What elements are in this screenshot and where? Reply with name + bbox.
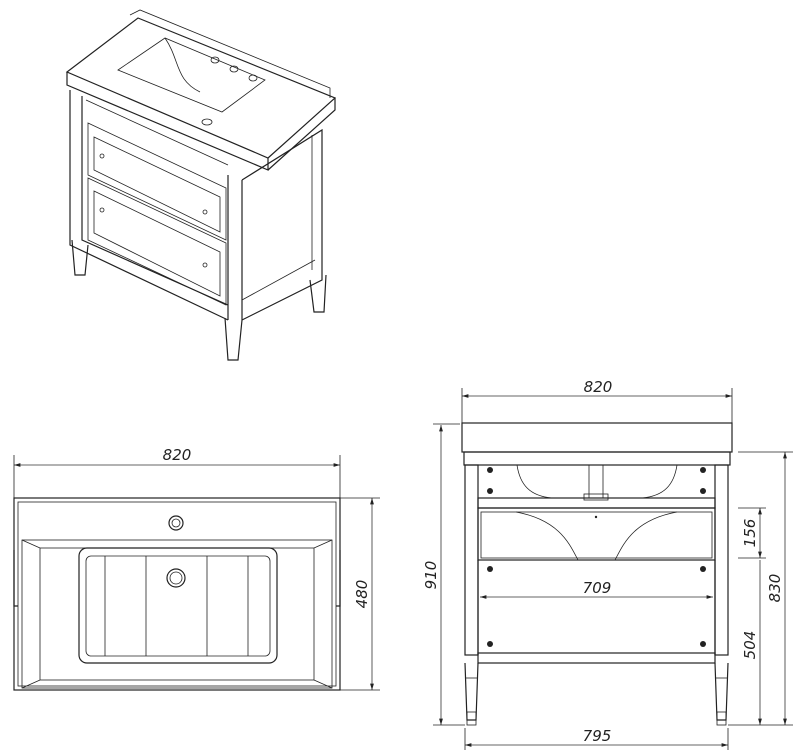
total-height-label: 910 [422,561,440,590]
drain-icon [201,118,213,126]
basin-slab [461,422,733,453]
iso-drawer-top [87,122,227,241]
inner-width-label: 709 [583,579,612,597]
cabinet-height-label: 830 [766,574,784,603]
top-view: 820 480 [13,446,380,691]
front-width-label: 820 [584,378,613,396]
basin-bowl [117,37,266,113]
isometric-view [65,9,337,361]
top-depth-label: 480 [353,580,371,609]
faucet-hole-icon [168,515,184,531]
iso-drawer-bottom [87,177,227,306]
front-view: 820 910 830 156 504 709 795 [422,378,793,750]
shelf-height-label: 504 [741,631,759,660]
bottom-shelf [477,652,716,664]
drawer [477,507,716,561]
drain-icon [166,568,186,588]
drawer-height-label: 156 [741,519,759,548]
top-width-label: 820 [163,446,192,464]
leg-span-label: 795 [583,727,612,745]
basin-top [65,17,337,159]
